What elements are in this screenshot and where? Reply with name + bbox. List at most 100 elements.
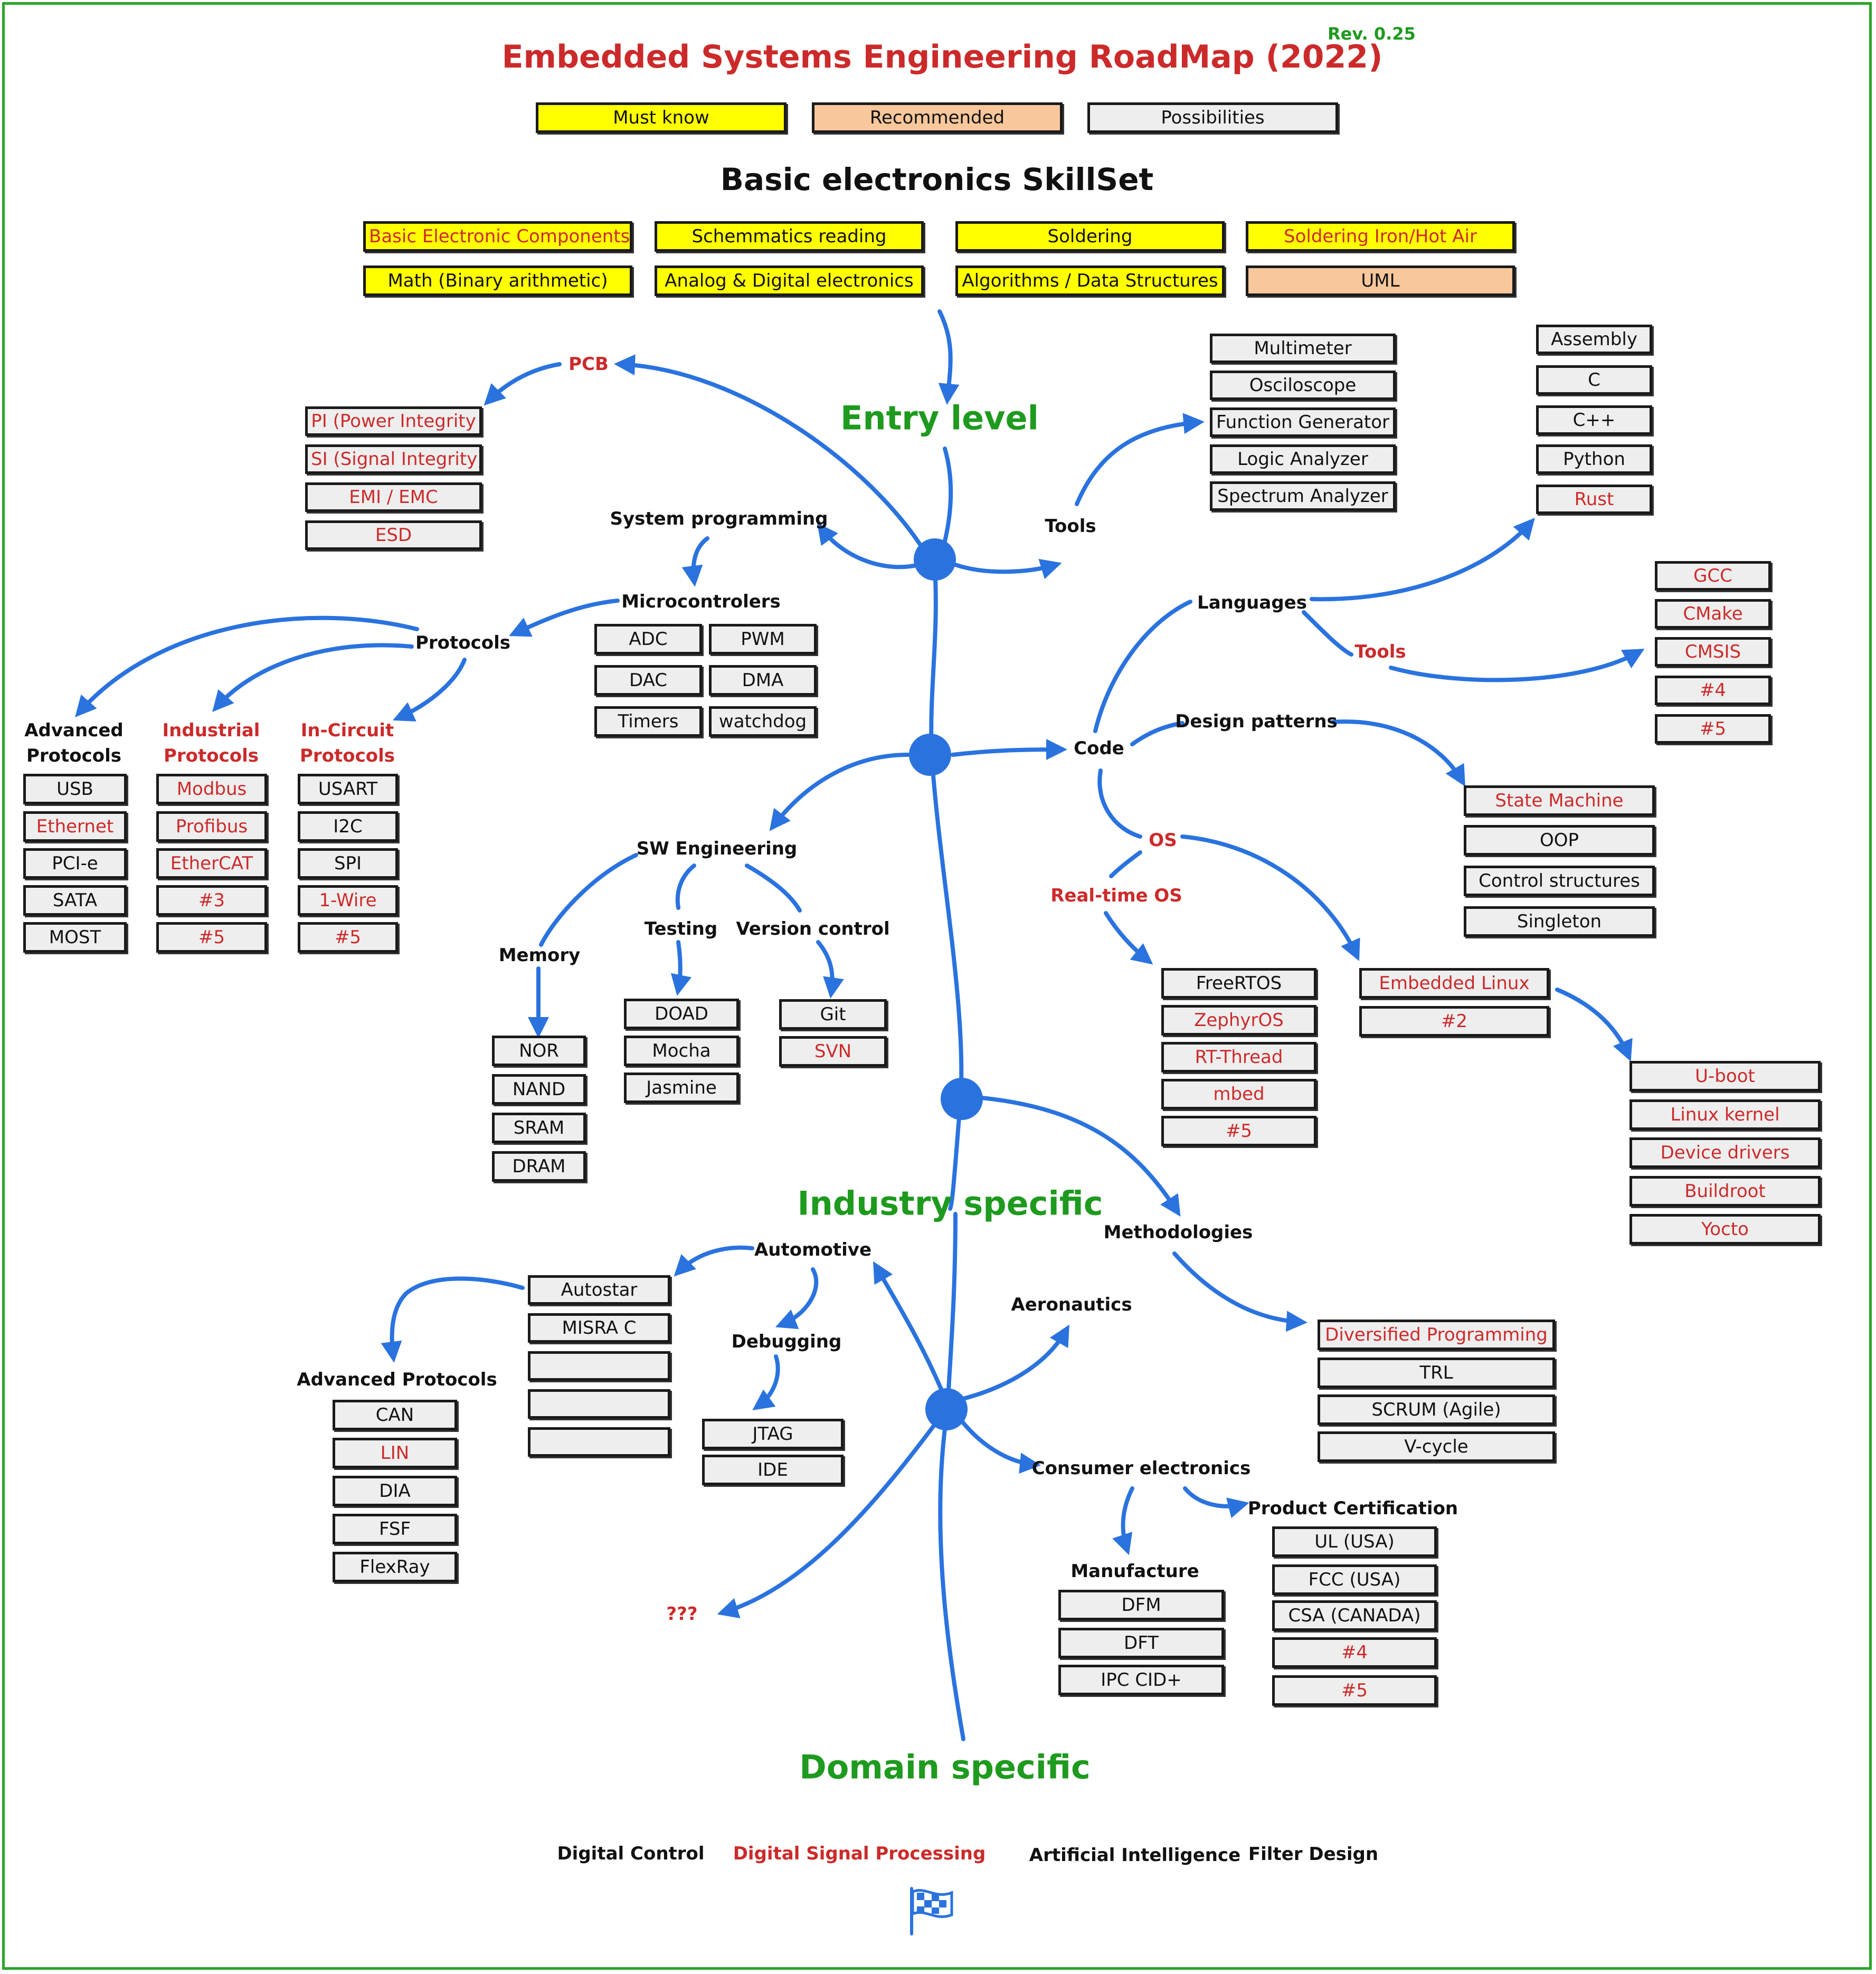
rtos-item: FreeRTOS (1161, 968, 1316, 999)
arrow-automotive-debugging (775, 1267, 819, 1330)
debugging-item: JTAG (702, 1419, 844, 1449)
stage-entry-level: Entry level (840, 398, 1039, 438)
vcs-item: Git (779, 999, 887, 1030)
memory-item: DRAM (492, 1151, 586, 1182)
revision-label: Rev. 0.25 (1328, 24, 1416, 44)
microcontroller-item: DMA (709, 665, 817, 696)
tool-item: Function Generator (1210, 407, 1396, 437)
methodology-item: V-cycle (1318, 1431, 1555, 1462)
rtos-item: mbed (1161, 1079, 1316, 1109)
rtos-label: Real-time OS (1050, 885, 1182, 906)
debugging-label: Debugging (731, 1331, 842, 1352)
arrow-consumer-manufacture (1112, 1486, 1134, 1555)
trunk-line-4 (945, 1212, 958, 1411)
design-pattern-item: Control structures (1464, 866, 1655, 896)
arrow-sysprog-micro (681, 536, 709, 587)
embedded-linux-item: Embedded Linux (1359, 968, 1549, 999)
arrow-node-sweng (769, 753, 910, 831)
arrow-sweng-testing (675, 863, 696, 910)
basic-skill: Schemmatics reading (655, 221, 924, 252)
arrow-protocols-industrial (212, 643, 414, 713)
basic-skill: Math (Binary arithmetic) (363, 265, 632, 296)
manufacture-item: DFT (1058, 1628, 1224, 1658)
microcontroller-item: PWM (709, 624, 817, 654)
methodology-item: TRL (1318, 1358, 1555, 1388)
entry-node (914, 538, 956, 581)
language-item: C++ (1536, 405, 1652, 435)
certification-item: UL (USA) (1272, 1526, 1437, 1557)
automotive-item-empty (528, 1351, 670, 1381)
arrow-testing-list (670, 940, 692, 996)
os-label: OS (1149, 830, 1177, 851)
domain-item: Artificial Intelligence (1029, 1845, 1241, 1866)
core-node (909, 734, 951, 776)
memory-item: SRAM (492, 1113, 586, 1143)
incircuit-protocols-label: In-Circuit Protocols (299, 720, 395, 766)
language-tool-item: CMake (1655, 599, 1771, 629)
language-tool-item: #5 (1655, 714, 1771, 744)
testing-label: Testing (644, 918, 718, 939)
arrow-os-rtos (1109, 850, 1142, 878)
arrow-patterns-list (1331, 719, 1465, 787)
protocols-label: Protocols (415, 632, 511, 653)
arrow-protocols-advanced (75, 615, 419, 717)
domain-item: Digital Control (557, 1843, 705, 1864)
pcb-item: PI (Power Integrity (305, 406, 482, 436)
memory-item: NOR (492, 1036, 586, 1066)
domain-item: Filter Design (1248, 1844, 1379, 1865)
legend-recommended: Recommended (812, 102, 1063, 133)
domain-node (925, 1388, 968, 1430)
linux-item: U-boot (1629, 1061, 1821, 1092)
system-programming-label: System programming (610, 508, 828, 529)
certification-item: #5 (1272, 1675, 1437, 1706)
arrow-code-os (1097, 768, 1142, 839)
design-patterns-label: Design patterns (1175, 711, 1338, 732)
code-label: Code (1074, 738, 1124, 759)
basic-skill: Analog & Digital electronics (655, 265, 924, 296)
arrow-automotive-items (674, 1245, 754, 1277)
arrow-node-methodologies (980, 1096, 1181, 1217)
methodologies-label: Methodologies (1103, 1222, 1253, 1243)
arrow-vcs-list (816, 940, 844, 999)
legend-must-know: Must know (536, 102, 787, 133)
methodology-item: Diversified Programming (1318, 1320, 1555, 1350)
arrow-protocols-incircuit (393, 658, 467, 722)
arrow-node-unknown (717, 1423, 936, 1619)
basic-skill: Soldering Iron/Hot Air (1246, 221, 1515, 252)
version-control-label: Version control (736, 918, 890, 939)
tool-item: Logic Analyzer (1210, 444, 1396, 474)
arrow-micro-protocols (509, 599, 620, 637)
sw-engineering-label: SW Engineering (636, 838, 798, 859)
industrial-protocol-item: Profibus (156, 811, 267, 842)
arrow-code-languages (1093, 600, 1192, 733)
industrial-protocol-item: #3 (156, 885, 267, 916)
industry-node (941, 1078, 983, 1120)
testing-item: Jasmine (624, 1073, 739, 1103)
tools-label: Tools (1045, 516, 1096, 537)
automotive-protocol-item: LIN (333, 1438, 457, 1468)
industrial-protocol-item: Modbus (156, 774, 267, 804)
linux-item: Device drivers (1629, 1137, 1821, 1168)
arrow-debugging-list (752, 1354, 780, 1410)
arrow-os-linux (1180, 834, 1360, 961)
pcb-label: PCB (569, 354, 609, 375)
microcontroller-item: watchdog (709, 706, 817, 737)
arrow-autostar-advanced (381, 1276, 525, 1363)
industrial-protocol-item: EtherCAT (156, 848, 267, 879)
languages-label: Languages (1197, 592, 1307, 613)
consumer-electronics-label: Consumer electronics (1031, 1458, 1251, 1479)
arrow-code-patterns (1130, 721, 1185, 746)
design-pattern-item: Singleton (1464, 906, 1655, 937)
unknown-domain-label: ??? (666, 1603, 698, 1625)
domain-item: Digital Signal Processing (733, 1843, 986, 1864)
certification-label: Product Certification (1247, 1498, 1458, 1519)
certification-item: CSA (CANADA) (1272, 1600, 1437, 1631)
stage-domain-specific: Domain specific (799, 1748, 1091, 1787)
arrow-node-consumer (959, 1418, 1041, 1474)
arrow-pcb-list (484, 362, 562, 406)
automotive-protocol-item: FlexRay (333, 1552, 457, 1582)
incircuit-protocol-item: USART (298, 774, 398, 804)
language-tool-item: GCC (1655, 561, 1771, 591)
manufacture-item: DFM (1058, 1590, 1224, 1620)
language-tool-item: #4 (1655, 676, 1771, 705)
